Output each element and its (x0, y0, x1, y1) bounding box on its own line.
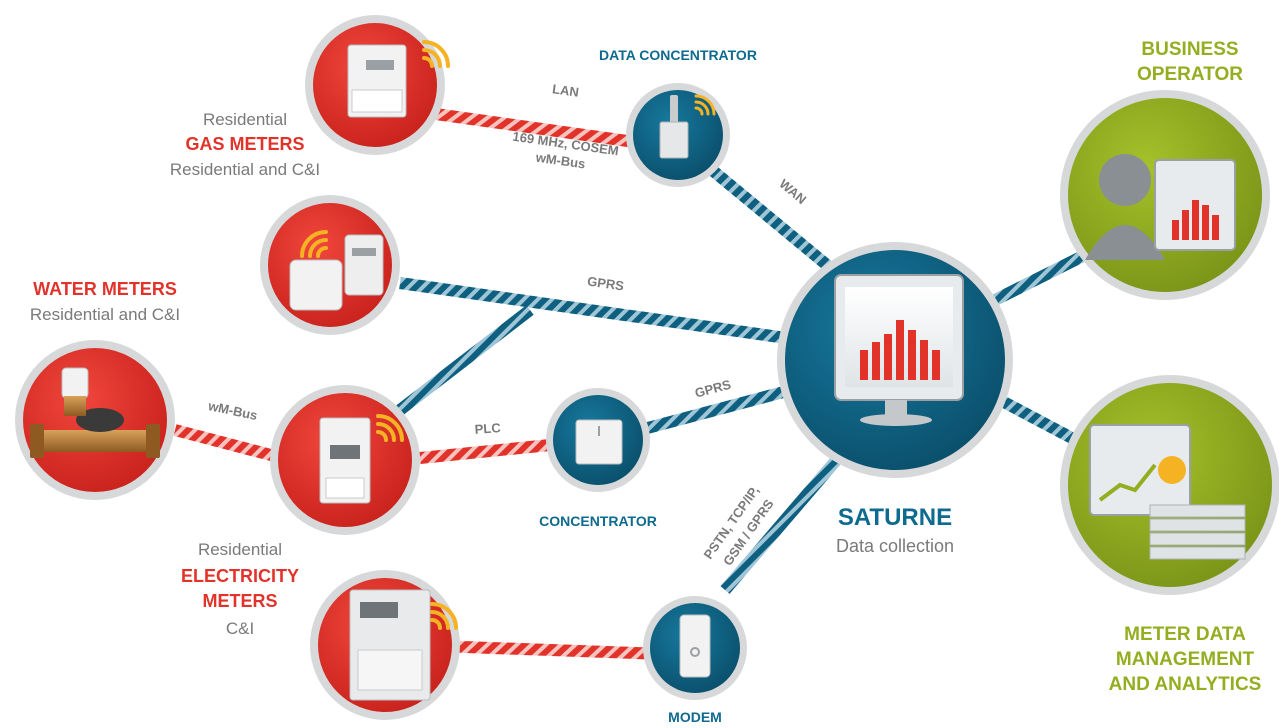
link-pstn (720, 446, 850, 594)
electricity-meters-caption: Residential ELECTRICITY METERS C&I (181, 540, 299, 638)
link-label-wmbus: wM-Bus (206, 398, 259, 423)
link-modem (454, 640, 651, 660)
wifi-icon (430, 602, 458, 630)
water-meters-caption: WATER METERS Residential and C&I (30, 279, 180, 324)
link-lan (420, 106, 650, 150)
water-pipe-meter-node[interactable] (15, 340, 175, 500)
electricity-meter-icon (349, 589, 431, 701)
modem-label: MODEM (668, 709, 722, 725)
electricity-label-line2: ELECTRICITY (181, 566, 299, 586)
concentrator-node[interactable] (546, 388, 650, 492)
saturne-title: SATURNE (838, 504, 952, 531)
electricity-label-line3: METERS (202, 591, 277, 611)
concentrator-label: CONCENTRATOR (539, 513, 657, 529)
data-concentrator-icon (659, 95, 689, 159)
saturne-node[interactable] (777, 242, 1013, 478)
monitor-chart-icon (834, 274, 964, 426)
electricity-label-line4: C&I (226, 619, 254, 638)
link-business (992, 249, 1088, 306)
electricity-meter-icon (319, 417, 371, 504)
water-meter-icon (289, 234, 384, 311)
gas-meters-caption: Residential GAS METERS Residential and C… (170, 110, 320, 179)
link-electricity-uplink (396, 305, 534, 415)
water-label-line1: WATER METERS (33, 279, 177, 299)
gas-meter-node[interactable] (305, 15, 450, 155)
water-meter-icon (30, 367, 160, 458)
modem-icon (679, 614, 711, 678)
wifi-icon (694, 94, 716, 116)
link-label-plc: PLC (474, 420, 502, 437)
link-label-wan: WAN (776, 176, 809, 207)
gas-label-line3: Residential and C&I (170, 160, 320, 179)
links-layer (173, 106, 1088, 660)
wifi-icon (376, 414, 404, 442)
link-gprs-top (399, 277, 801, 346)
electricity-label-line1: Residential (198, 540, 282, 559)
mdm-label-line3: AND ANALYTICS (1109, 674, 1262, 695)
link-label-gprs-top: GPRS (586, 274, 625, 294)
business-operator-node[interactable] (1060, 90, 1270, 300)
data-concentrator-label: DATA CONCENTRATOR (599, 47, 757, 63)
saturne-subtitle: Data collection (836, 536, 954, 556)
gas-label-line1: Residential (203, 110, 287, 129)
link-label-freq2: wM-Bus (534, 150, 586, 172)
gas-label-line2: GAS METERS (185, 134, 304, 154)
water-gas-meter-node[interactable] (260, 195, 400, 335)
business-label-line1: BUSINESS (1141, 39, 1238, 60)
gas-meter-icon (347, 44, 407, 118)
modem-node[interactable] (643, 596, 747, 700)
mdm-label-line2: MANAGEMENT (1116, 649, 1255, 670)
wifi-icon (300, 230, 328, 258)
electricity-meter-node[interactable] (270, 385, 420, 535)
link-plc (419, 439, 551, 464)
business-label-line2: OPERATOR (1137, 64, 1243, 85)
link-wan (696, 155, 849, 285)
mdm-label-line1: METER DATA (1124, 624, 1246, 645)
concentrator-box-icon (575, 419, 623, 465)
analytics-server-icon (1089, 424, 1246, 560)
data-concentrator-node[interactable] (626, 83, 730, 187)
wifi-icon (422, 40, 450, 68)
ci-electricity-meter-node[interactable] (310, 570, 460, 720)
link-label-gprs-mid: GPRS (693, 377, 733, 401)
operator-person-icon (1085, 154, 1236, 260)
link-label-lan: LAN (551, 81, 580, 100)
mdm-analytics-node[interactable] (1060, 375, 1279, 595)
water-label-line2: Residential and C&I (30, 305, 180, 324)
